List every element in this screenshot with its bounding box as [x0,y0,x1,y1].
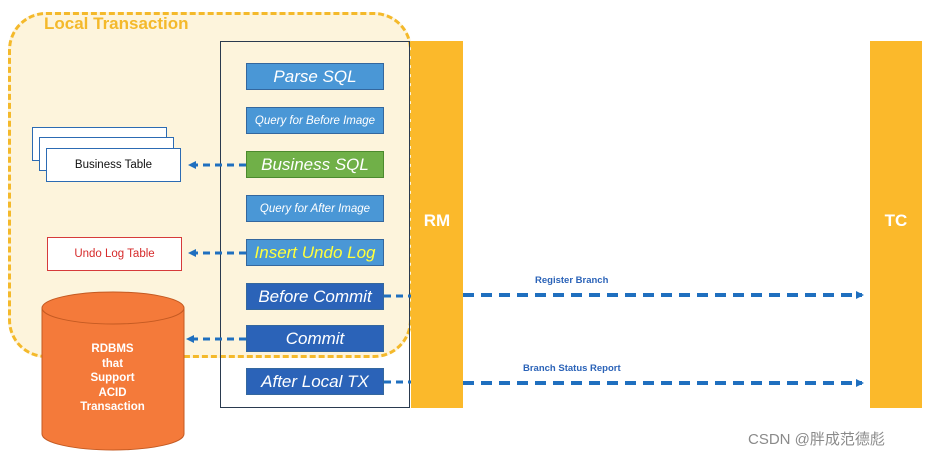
rdbms-label: RDBMS that Support ACID Transaction [80,343,145,413]
step-parse-sql: Parse SQL [246,63,384,90]
process-steps-frame [220,41,410,408]
tc-label: TC [884,211,908,230]
rm-participant: RM [411,41,463,408]
local-transaction-title: Local Transaction [44,14,189,33]
step-business-sql: Business SQL [246,151,384,178]
branch-status-report-label: Branch Status Report [523,363,621,374]
business-table: Business Table [46,148,181,182]
step-commit: Commit [246,325,384,352]
step-after-local-tx: After Local TX [246,368,384,395]
undo-log-table: Undo Log Table [47,237,182,271]
tc-participant: TC [870,41,922,408]
step-insert-undo-log: Insert Undo Log [246,239,384,266]
rdbms-cylinder [41,291,185,451]
watermark: CSDN @胖成范德彪 [748,431,885,448]
rm-label: RM [423,211,451,230]
step-query-after-image: Query for After Image [246,195,384,222]
register-branch-label: Register Branch [535,275,609,286]
step-query-before-image: Query for Before Image [246,107,384,134]
step-before-commit: Before Commit [246,283,384,310]
